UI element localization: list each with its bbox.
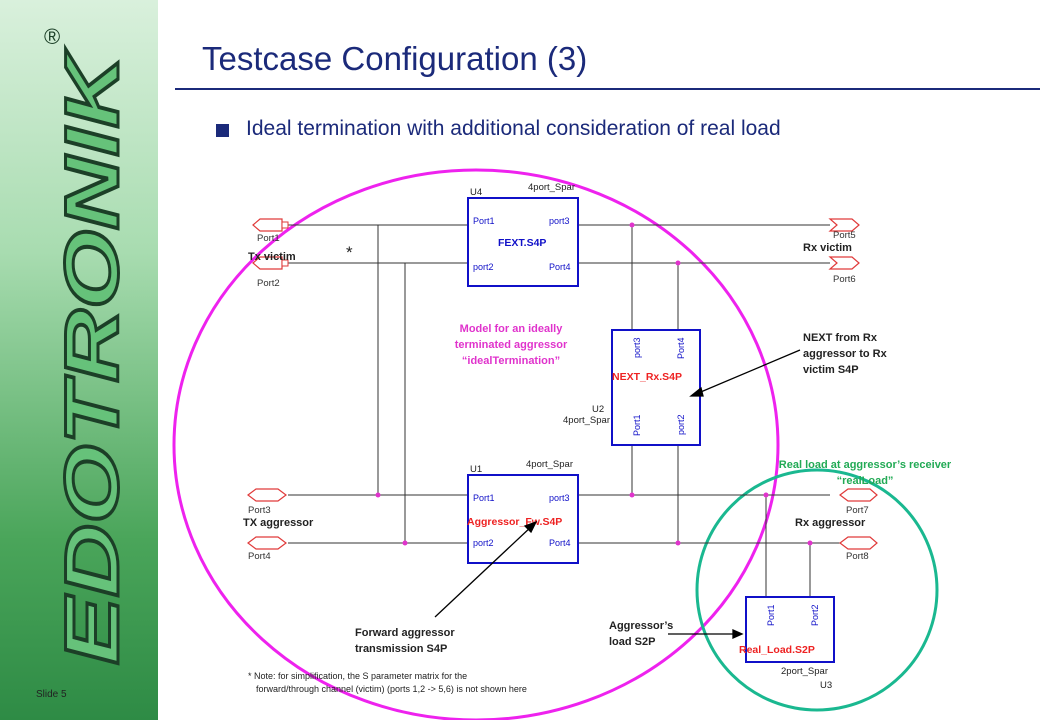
aggressor-load-caption: Aggressor’s load S2P	[609, 620, 673, 648]
right-port-symbols	[828, 218, 878, 550]
terminal-port6: Port6	[833, 274, 856, 285]
next-port-d: port2	[676, 414, 686, 435]
fext-port-a: Port1	[473, 216, 495, 226]
aggressor-ref: U1	[470, 464, 482, 475]
next-port-b: Port4	[676, 337, 686, 359]
fext-port-c: port2	[473, 262, 494, 272]
slide-number: Slide 5	[36, 689, 67, 700]
svg-text:Model for an ideally: Model for an ideally	[460, 323, 564, 335]
svg-text:victim S4P: victim S4P	[803, 364, 859, 376]
terminal-port1: Port1	[257, 233, 280, 244]
forward-aggressor-caption: Forward aggressor transmission S4P	[355, 627, 455, 655]
svg-text:Forward aggressor: Forward aggressor	[355, 627, 455, 639]
svg-text:Real load at aggressor’s recei: Real load at aggressor’s receiver	[779, 459, 952, 471]
svg-text:forward/through channel (victi: forward/through channel (victim) (ports …	[256, 684, 527, 694]
fext-type: 4port_Spar	[528, 182, 575, 193]
title-divider	[175, 88, 1040, 90]
aggressor-type: 4port_Spar	[526, 459, 573, 470]
svg-text:load S2P: load S2P	[609, 636, 655, 648]
aggressor-name: Aggressor_Fw.S4P	[467, 516, 562, 528]
next-block: U2 4port_Spar port3 Port4 Port1 port2 NE…	[563, 329, 701, 446]
svg-text:Aggressor’s: Aggressor’s	[609, 620, 673, 632]
logo-text: EDOTRONIK	[50, 48, 135, 665]
label-tx-victim: Tx victim	[248, 251, 296, 263]
svg-text:terminated aggressor: terminated aggressor	[455, 339, 568, 351]
label-tx-aggressor: TX aggressor	[243, 517, 314, 529]
realload-port-a: Port1	[766, 604, 776, 626]
terminal-port3: Port3	[248, 505, 271, 516]
fext-name: FEXT.S4P	[498, 237, 546, 249]
registered-mark: ®	[44, 24, 60, 49]
fext-ref: U4	[470, 187, 482, 198]
fext-port-d: Port4	[549, 262, 571, 272]
svg-text:“idealTermination”: “idealTermination”	[462, 355, 560, 367]
terminal-port7: Port7	[846, 505, 869, 516]
left-port-symbols	[247, 218, 287, 550]
edotronik-logo: EDOTRONIK ®	[44, 24, 137, 667]
realload-name: Real_Load.S2P	[739, 644, 815, 656]
next-name: NEXT_Rx.S4P	[612, 371, 682, 383]
footnote: * Note: for simplification, the S parame…	[248, 671, 527, 694]
fext-block: U4 4port_Spar Port1 port3 port2 Port4 FE…	[467, 182, 579, 287]
next-port-c: Port1	[632, 414, 642, 436]
terminal-port8: Port8	[846, 551, 869, 562]
sidebar-band: EDOTRONIK ® Slide 5	[0, 0, 158, 720]
bullet-square-icon	[216, 124, 229, 137]
next-port-a: port3	[632, 337, 642, 358]
next-from-rx-caption: NEXT from Rx aggressor to Rx victim S4P	[803, 332, 888, 376]
aggressor-port-a: Port1	[473, 493, 495, 503]
next-pointer-arrow	[695, 349, 801, 395]
bullet-text: Ideal termination with additional consid…	[246, 117, 781, 140]
port-markers	[281, 221, 289, 267]
realload-block: Port1 Port2 Real_Load.S2P 2port_Spar U3	[739, 596, 835, 691]
aggressor-block: U1 4port_Spar Port1 port3 port2 Port4 Ag…	[467, 459, 579, 564]
realload-type: 2port_Spar	[781, 666, 828, 677]
svg-text:* Note: for simplification, th: * Note: for simplification, the S parame…	[248, 671, 467, 681]
svg-text:transmission S4P: transmission S4P	[355, 643, 447, 655]
forward-pointer-arrow	[434, 525, 533, 618]
real-load-caption: Real load at aggressor’s receiver “realL…	[779, 459, 952, 487]
model-ideal-caption: Model for an ideally terminated aggresso…	[455, 323, 568, 367]
label-rx-aggressor: Rx aggressor	[795, 517, 866, 529]
terminal-port4: Port4	[248, 551, 271, 562]
svg-text:NEXT from Rx: NEXT from Rx	[803, 332, 878, 344]
terminal-port5: Port5	[833, 230, 856, 241]
ideal-termination-ellipse	[172, 168, 780, 720]
terminal-port2: Port2	[257, 278, 280, 289]
asterisk-marker: *	[346, 243, 353, 262]
realload-ref: U3	[820, 680, 832, 691]
svg-text:aggressor to Rx: aggressor to Rx	[803, 348, 888, 360]
junction-dots	[375, 222, 813, 546]
next-ref: U2	[592, 404, 604, 415]
aggressor-port-b: port3	[549, 493, 570, 503]
fext-port-b: port3	[549, 216, 570, 226]
label-rx-victim: Rx victim	[803, 242, 852, 254]
aggressor-port-d: Port4	[549, 538, 571, 548]
real-load-circle	[695, 468, 939, 712]
aggressor-port-c: port2	[473, 538, 494, 548]
page-title: Testcase Configuration (3)	[202, 40, 588, 77]
next-type: 4port_Spar	[563, 415, 610, 426]
svg-text:“realLoad”: “realLoad”	[837, 475, 894, 487]
realload-port-b: Port2	[810, 604, 820, 626]
